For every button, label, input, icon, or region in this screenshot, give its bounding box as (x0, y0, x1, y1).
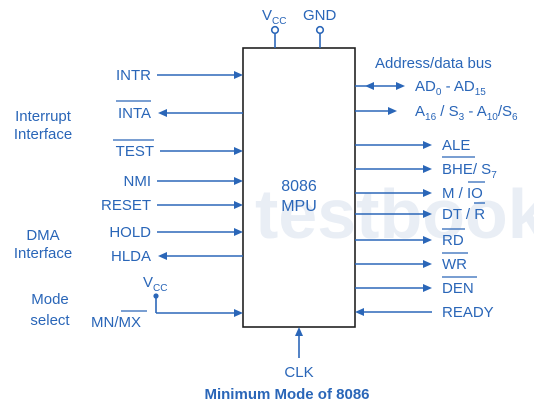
vcc-pin (270, 25, 280, 35)
signal-test-arrow (234, 147, 243, 155)
bus-addr-arrow (388, 107, 397, 115)
signal-mio: M / IO (442, 185, 483, 202)
gnd-pin (315, 25, 325, 35)
group-dma-line2: Interface (14, 245, 72, 262)
signal-mio-arrow (423, 189, 432, 197)
group-interrupt-line1: Interrupt (15, 108, 72, 125)
diagram-title: Minimum Mode of 8086 (204, 386, 369, 403)
signal-den-arrow (423, 284, 432, 292)
gnd-label: GND (303, 7, 337, 24)
signal-den: DEN (442, 280, 474, 297)
vcc-label: VCC (262, 7, 286, 27)
signal-ad: AD0 - AD15 (415, 78, 486, 98)
signal-mnmx: MN/MX (91, 314, 141, 331)
signal-bhe: BHE/ S7 (442, 161, 497, 181)
signal-bhe-arrow (423, 165, 432, 173)
signal-hold-arrow (234, 228, 243, 236)
mpu-label-line2: MPU (281, 198, 317, 215)
signal-hlda-arrow (158, 252, 167, 260)
mode-vcc-label: VCC (143, 274, 167, 294)
signal-rd: RD (442, 232, 464, 249)
clk-arrow (295, 327, 303, 336)
bus-ad-arrow-left (365, 82, 374, 90)
signal-hlda: HLDA (111, 248, 151, 265)
signal-reset-arrow (234, 201, 243, 209)
group-mode-line1: Mode (31, 291, 69, 308)
bus-caption: Address/data bus (375, 55, 492, 72)
group-dma-line1: DMA (26, 227, 59, 244)
signal-inta-arrow (158, 109, 167, 117)
signal-inta: INTA (118, 105, 151, 122)
signal-reset: RESET (101, 197, 151, 214)
signal-nmi: NMI (124, 173, 152, 190)
signal-nmi-arrow (234, 177, 243, 185)
signal-ale: ALE (442, 137, 470, 154)
signal-dtr-arrow (423, 210, 432, 218)
signal-hold: HOLD (109, 224, 151, 241)
signal-dtr: DT / R (442, 206, 485, 223)
signal-intr: INTR (116, 67, 151, 84)
signal-ready-arrow (355, 308, 364, 316)
signal-test: TEST (116, 143, 154, 160)
mpu-label-line1: 8086 (281, 178, 317, 195)
clk-label: CLK (284, 364, 313, 381)
signal-wr-arrow (423, 260, 432, 268)
signal-mnmx-arrow (234, 309, 243, 317)
signal-ale-arrow (423, 141, 432, 149)
signal-rd-arrow (423, 236, 432, 244)
signal-addr: A16 / S3 - A10/S6 (415, 103, 518, 123)
group-interrupt-line2: Interface (14, 126, 72, 143)
group-mode-line2: select (30, 312, 70, 329)
signal-ready: READY (442, 304, 494, 321)
signal-intr-arrow (234, 71, 243, 79)
signal-wr: WR (442, 256, 467, 273)
bus-ad-arrow-right (396, 82, 405, 90)
